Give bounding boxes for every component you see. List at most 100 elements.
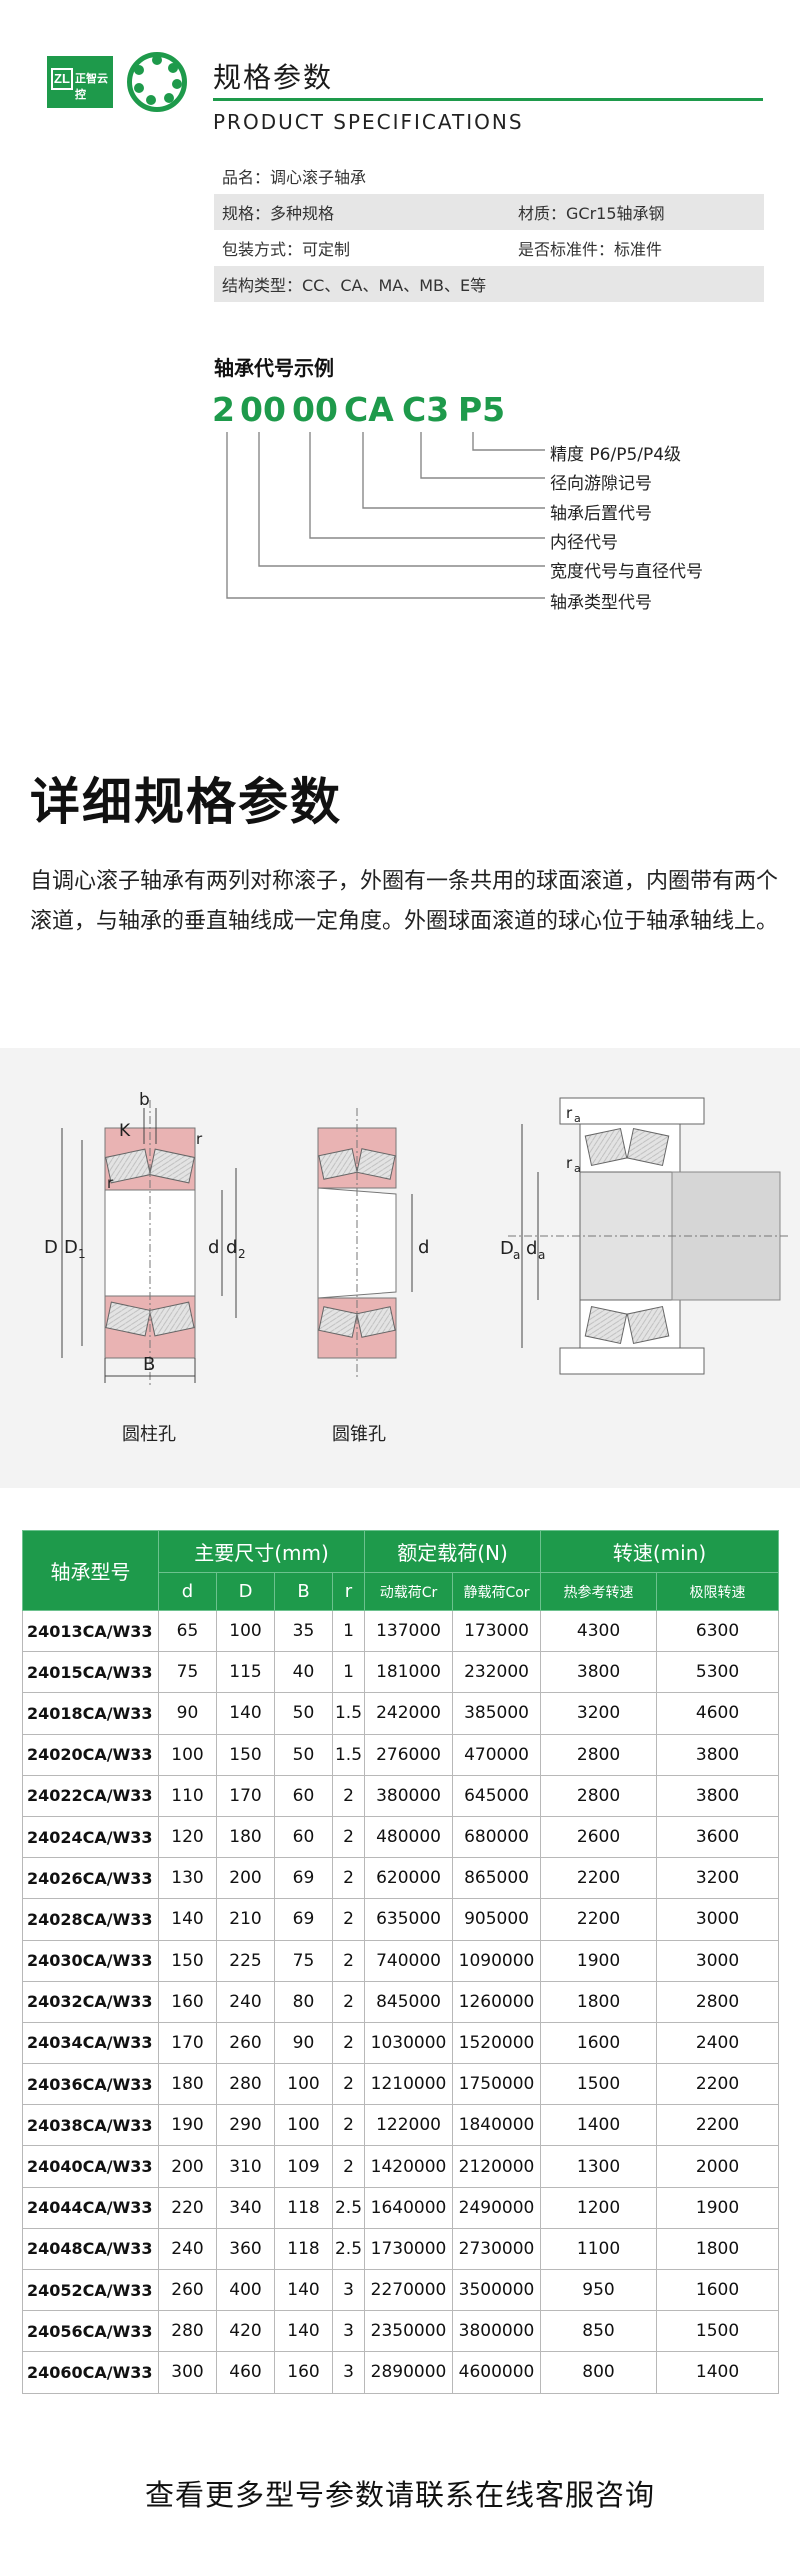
dim-ra-sub: a xyxy=(574,1162,581,1175)
table-cell: 4300 xyxy=(540,1609,658,1653)
table-cell: 2730000 xyxy=(452,2227,542,2271)
dim-r2-label: r xyxy=(107,1174,114,1192)
table-cell: 118 xyxy=(274,2186,333,2229)
table-cell: 242000 xyxy=(364,1692,454,1735)
table-cell: 635000 xyxy=(364,1898,454,1941)
table-cell: 160 xyxy=(274,2351,333,2394)
table-cell: 850 xyxy=(540,2310,658,2353)
table-cell: 5300 xyxy=(656,1651,780,1694)
table-cell: 35 xyxy=(274,1609,333,1653)
spec-row: 结构类型：CC、CA、MA、MB、E等 xyxy=(214,266,764,302)
spec-item: 是否标准件：标准件 xyxy=(518,240,663,259)
table-cell: 190 xyxy=(158,2104,217,2147)
spec-list: 品名：调心滚子轴承 规格：多种规格 材质：GCr15轴承钢 包装方式：可定制 是… xyxy=(214,158,764,302)
cell-model: 24038CA/W33 xyxy=(22,2104,159,2147)
cell-model: 24020CA/W33 xyxy=(22,1733,159,1776)
table-cell: 2400 xyxy=(656,2021,780,2065)
dim-D-label: D xyxy=(44,1237,58,1258)
table-cell: 2200 xyxy=(656,2063,780,2106)
table-cell: 115 xyxy=(216,1651,275,1694)
th-B: B xyxy=(274,1572,333,1611)
table-cell: 2120000 xyxy=(452,2145,542,2188)
cell-model: 24052CA/W33 xyxy=(22,2268,159,2312)
table-cell: 220 xyxy=(158,2186,217,2229)
table-cell: 4600000 xyxy=(452,2351,542,2394)
table-cell: 1640000 xyxy=(364,2186,454,2229)
table-cell: 905000 xyxy=(452,1898,542,1941)
code-part-suffix: CA xyxy=(344,390,394,429)
dim-Da-label: D xyxy=(500,1238,514,1259)
dim-D1-label: D xyxy=(64,1237,78,1258)
dim-ra-top-label: r xyxy=(566,1104,573,1122)
spec-item: 规格：多种规格 xyxy=(222,204,335,223)
table-cell: 140 xyxy=(158,1898,217,1941)
table-cell: 260 xyxy=(158,2268,217,2312)
table-cell: 1840000 xyxy=(452,2104,542,2147)
table-cell: 385000 xyxy=(452,1692,542,1735)
spec-item: 包装方式：可定制 xyxy=(222,240,351,259)
table-cell: 1800 xyxy=(540,1980,658,2023)
th-thermal-speed: 热参考转速 xyxy=(540,1572,658,1611)
table-cell: 1730000 xyxy=(364,2227,454,2271)
table-cell: 380000 xyxy=(364,1774,454,1817)
table-cell: 2 xyxy=(331,2063,366,2106)
table-cell: 1900 xyxy=(656,2186,780,2229)
th-rated-load: 额定载荷(N) xyxy=(364,1530,542,1573)
th-d: d xyxy=(158,1572,217,1611)
cell-model: 24015CA/W33 xyxy=(22,1651,159,1694)
dim-ra-label: r xyxy=(566,1154,573,1172)
logo-mark: ZL xyxy=(51,68,73,90)
table-cell: 3 xyxy=(331,2310,366,2353)
th-main-size: 主要尺寸(mm) xyxy=(157,1530,366,1573)
section-title-en: PRODUCT SPECIFICATIONS xyxy=(213,110,524,134)
table-cell: 2270000 xyxy=(364,2268,454,2312)
dim-d2-label: d xyxy=(226,1237,237,1258)
cell-model: 24048CA/W33 xyxy=(22,2227,159,2271)
cell-model: 24030CA/W33 xyxy=(22,1939,159,1982)
table-cell: 65 xyxy=(158,1609,217,1653)
table-cell: 170 xyxy=(216,1774,275,1817)
spec-table: 轴承型号 主要尺寸(mm) 额定载荷(N) 转速(min) d D B r 动载… xyxy=(22,1530,780,2394)
table-cell: 3600 xyxy=(656,1815,780,1859)
table-cell: 69 xyxy=(274,1898,333,1941)
table-cell: 137000 xyxy=(364,1609,454,1653)
code-part-bore: 00 xyxy=(292,390,338,429)
spec-item: 结构类型：CC、CA、MA、MB、E等 xyxy=(222,276,487,295)
table-cell: 80 xyxy=(274,1980,333,2023)
table-cell: 122000 xyxy=(364,2104,454,2147)
spec-item: 材质：GCr15轴承钢 xyxy=(518,204,665,223)
table-cell: 2 xyxy=(331,1898,366,1941)
dim-Da-sub: a xyxy=(513,1248,520,1262)
table-cell: 2890000 xyxy=(364,2351,454,2394)
spec-row: 规格：多种规格 材质：GCr15轴承钢 xyxy=(214,194,764,230)
table-cell: 1030000 xyxy=(364,2021,454,2065)
table-cell: 1800 xyxy=(656,2227,780,2271)
table-cell: 845000 xyxy=(364,1980,454,2023)
table-cell: 232000 xyxy=(452,1651,542,1694)
table-cell: 150 xyxy=(158,1939,217,1982)
table-cell: 2490000 xyxy=(452,2186,542,2229)
table-cell: 3000 xyxy=(656,1898,780,1941)
table-cell: 2.5 xyxy=(331,2227,366,2271)
cell-model: 24036CA/W33 xyxy=(22,2063,159,2106)
table-cell: 3800000 xyxy=(452,2310,542,2353)
table-cell: 140 xyxy=(274,2310,333,2353)
bearing-cylindrical-icon xyxy=(61,1100,237,1386)
table-cell: 240 xyxy=(216,1980,275,2023)
table-cell: 1500 xyxy=(540,2063,658,2106)
table-cell: 1400 xyxy=(656,2351,780,2394)
th-static-load: 静载荷Cor xyxy=(452,1572,542,1611)
mounting-drawing-icon xyxy=(508,1097,790,1375)
cell-model: 24060CA/W33 xyxy=(22,2351,159,2394)
table-cell: 200 xyxy=(216,1857,275,1900)
table-cell: 210 xyxy=(216,1898,275,1941)
